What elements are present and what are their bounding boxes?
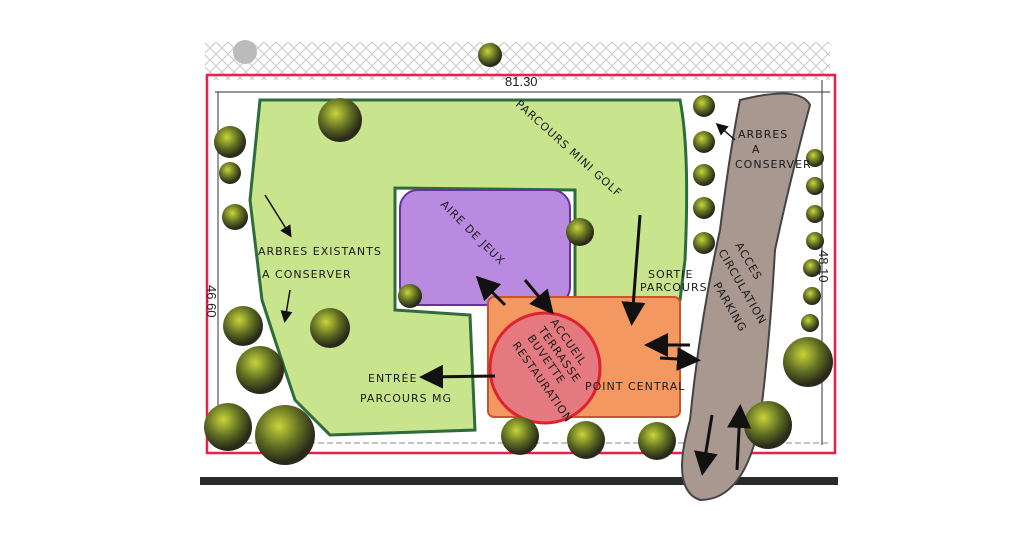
road-edge (200, 477, 838, 485)
right-height-dimension: 48.10 (816, 250, 831, 283)
exit-label-1: SORTIE (648, 268, 693, 281)
parking-access-path (681, 92, 812, 502)
flow-arrows (264, 123, 752, 476)
mini-golf-zone (248, 98, 689, 437)
trees (204, 40, 833, 465)
playground-area (399, 189, 571, 306)
entrance-label-1: ENTRÉE (368, 372, 417, 385)
width-dimension: 81.30 (505, 74, 538, 89)
exit-label-2: PARCOURS (640, 281, 708, 294)
left-height-dimension: 46.60 (204, 285, 219, 318)
entrance-label-2: PARCOURS MG (360, 392, 452, 405)
existing-trees-label-2: A CONSERVER (262, 268, 352, 281)
trees-keep-label-1: ARBRES (738, 128, 788, 141)
trees-keep-label-3: CONSERVER (735, 158, 812, 171)
trees-keep-label-2: A (752, 143, 761, 156)
existing-trees-label-1: ARBRES EXISTANTS (258, 245, 382, 258)
central-point-label: POINT CENTRAL (585, 380, 685, 393)
street-hatch (205, 42, 830, 80)
